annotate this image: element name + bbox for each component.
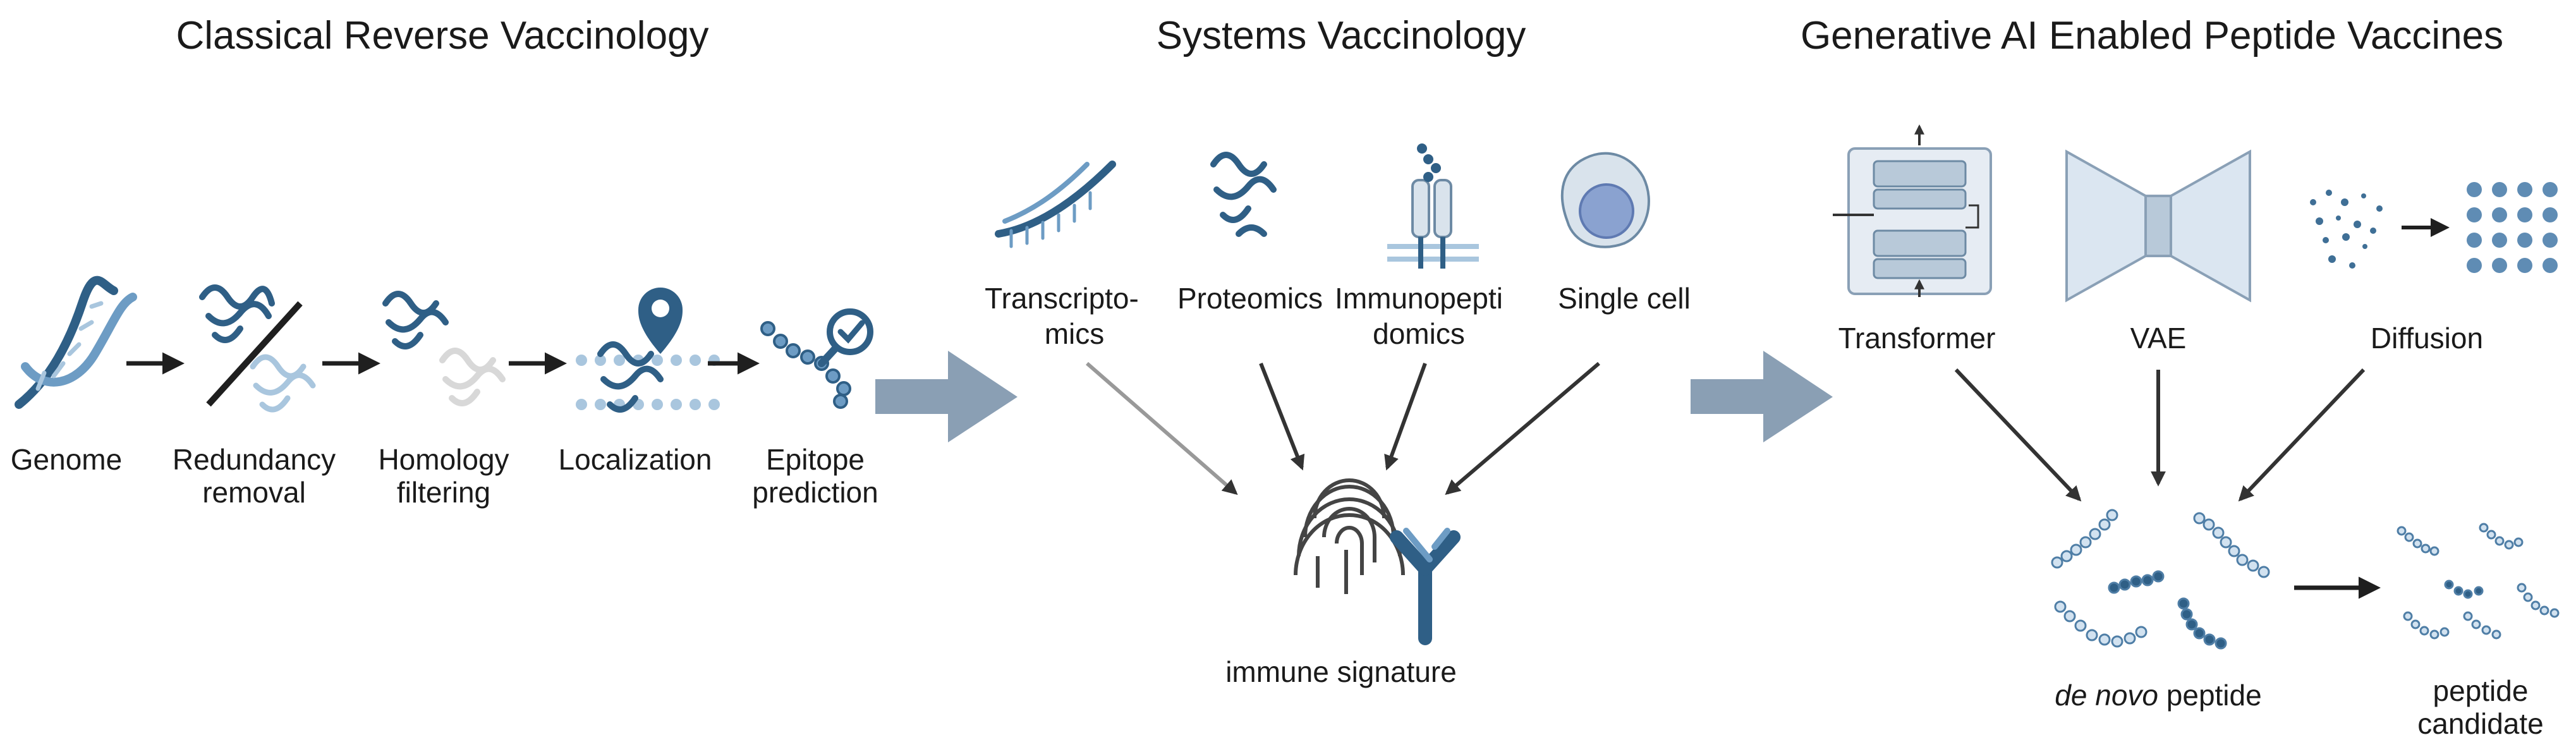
label-transformer: Transformer xyxy=(1838,322,1996,355)
arrow-transformer xyxy=(1954,368,2082,502)
label-immunopeptidomics-line2: domics xyxy=(1373,317,1465,350)
systems-arrows xyxy=(1086,361,1600,495)
diffusion-noise-icon xyxy=(2310,190,2383,269)
label-proteomics: Proteomics xyxy=(1177,282,1323,315)
label-denovo-rest: peptide xyxy=(2158,679,2262,712)
protein-icon xyxy=(199,284,275,343)
diffusion-grid-icon xyxy=(2467,182,2558,273)
denovo-peptides-icon xyxy=(2051,509,2270,650)
antibody-icon xyxy=(1390,528,1461,645)
arrow-proteomics xyxy=(1259,362,1305,471)
location-pin-icon xyxy=(638,288,683,354)
generative-arrows xyxy=(1954,368,2366,502)
cell-icon xyxy=(1560,152,1650,248)
protein-structure-icon xyxy=(1210,152,1277,237)
protein-homology-icon xyxy=(382,291,506,406)
label-localization: Localization xyxy=(558,443,712,476)
label-immunopeptidomics-line1: Immunopepti xyxy=(1335,282,1503,315)
peptide-candidates-icon xyxy=(2397,523,2560,640)
label-transcriptomics-line2: mics xyxy=(1044,317,1105,350)
dna-icon xyxy=(15,276,137,409)
label-genome: Genome xyxy=(10,443,123,476)
label-epitope-prediction: Epitope prediction xyxy=(752,443,878,509)
big-arrow-2 xyxy=(1691,351,1833,442)
arrow-singlecell xyxy=(1445,361,1600,495)
big-arrow-1 xyxy=(875,351,1018,442)
peptide-chain-icon xyxy=(760,321,851,409)
slash-divider xyxy=(206,301,303,407)
membrane-icon xyxy=(576,341,720,413)
section-title-generative: Generative AI Enabled Peptide Vaccines xyxy=(1800,14,2504,58)
label-peptide-candidate: peptide candidate xyxy=(2417,674,2544,740)
label-homology-filtering: Homology filtering xyxy=(378,443,509,509)
receptor-icon xyxy=(1387,143,1479,269)
label-single-cell: Single cell xyxy=(1558,282,1691,315)
label-immune-signature: immune signature xyxy=(1225,655,1457,688)
arrow-diffusion xyxy=(2238,368,2366,502)
magnifier-check-icon xyxy=(818,308,873,367)
transformer-icon xyxy=(1833,124,1992,297)
section-title-classical: Classical Reverse Vaccinology xyxy=(176,14,709,58)
label-denovo-peptide: de novo peptide xyxy=(2055,679,2261,712)
arrow-immuno xyxy=(1384,362,1427,471)
label-redundancy-removal: Redundancy removal xyxy=(172,443,336,509)
vae-icon xyxy=(2065,149,2251,303)
label-denovo-italic: de novo xyxy=(2055,679,2158,712)
rna-icon xyxy=(995,161,1116,248)
label-transcriptomics-line1: Transcripto- xyxy=(985,282,1139,315)
label-vae: VAE xyxy=(2130,322,2187,355)
section-title-systems: Systems Vaccinology xyxy=(1156,14,1526,58)
fingerprint-icon xyxy=(1294,478,1405,594)
protein-duplicate-icon xyxy=(250,354,316,413)
label-diffusion: Diffusion xyxy=(2370,322,2484,355)
arrow-transcriptomics xyxy=(1086,361,1238,495)
